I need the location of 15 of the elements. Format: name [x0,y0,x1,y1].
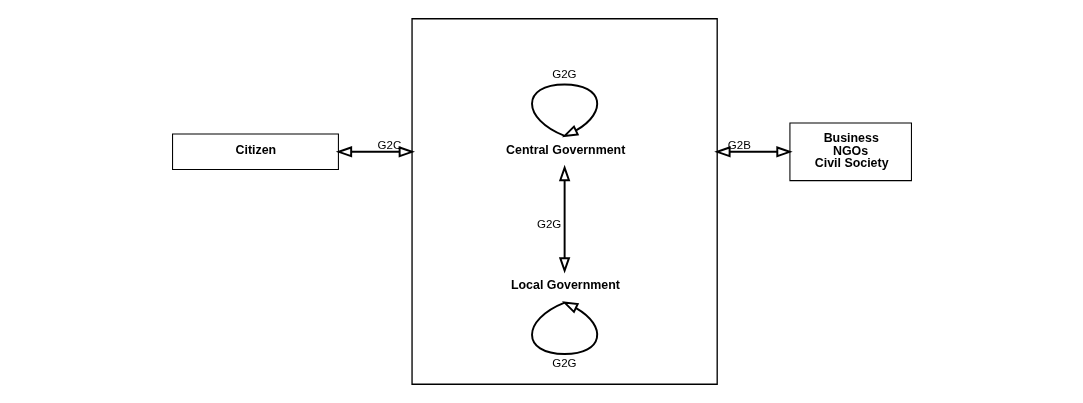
node-box: Business NGOs Civil Society [788,122,912,182]
arrow [530,301,598,356]
arrow [713,146,793,158]
edge-label: G2G [536,218,561,231]
arrow [558,164,570,274]
edge-label: G2B [727,138,751,151]
node-box: Citizen [171,133,339,171]
node-text: Local Government [510,278,620,293]
edge-label: G2G [551,67,577,80]
cluster [410,18,718,385]
arrow [530,83,598,138]
node-text: Central Government [505,143,625,158]
edge-label: G2C [377,138,401,151]
edge-label: G2G [551,356,577,369]
arrow [335,146,415,158]
